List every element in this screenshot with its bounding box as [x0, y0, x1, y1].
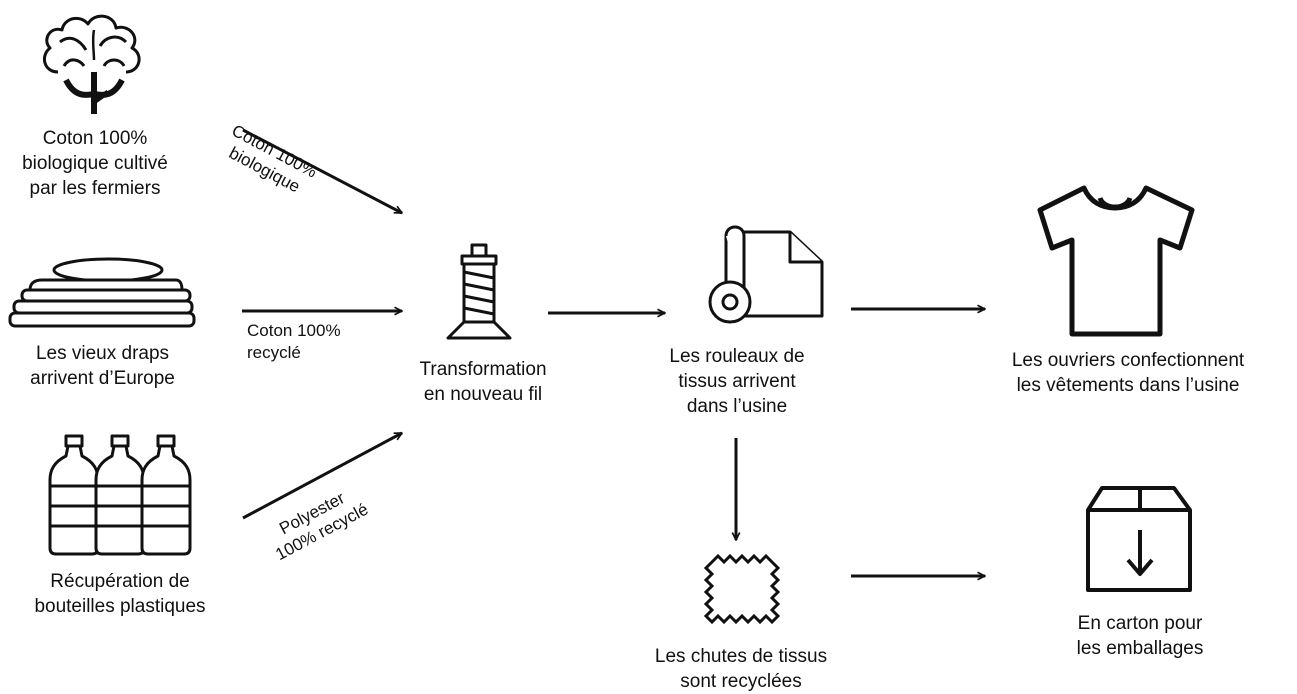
label-bottles: Récupération de bouteilles plastiques	[34, 571, 206, 617]
label-scraps: Les chutes de tissus sont recyclées	[654, 646, 828, 692]
fabric-roll-icon	[708, 225, 824, 324]
plastic-bottles-icon	[48, 434, 192, 556]
edge-label-sheets: Coton 100% recyclé	[247, 321, 341, 362]
label-carton: En carton pour les emballages	[1076, 613, 1204, 659]
thread-spool-icon	[446, 243, 512, 340]
tshirt-icon	[1037, 185, 1195, 337]
label-yarn: Transformation en nouveau fil	[419, 359, 547, 405]
fabric-scrap-icon	[703, 553, 781, 625]
stacked-sheets-icon	[8, 257, 196, 328]
label-sheets: Les vieux draps arrivent d’Europe	[30, 343, 175, 389]
cotton-plant-icon	[42, 14, 141, 114]
label-cotton: Coton 100% biologique cultivé par les fe…	[22, 128, 168, 199]
arrow-bottles-to-yarn	[242, 431, 402, 520]
label-workers: Les ouvriers confectionnent les vêtement…	[1011, 350, 1245, 396]
label-rolls: Les rouleaux de tissus arrivent dans l’u…	[669, 346, 805, 417]
cardboard-box-icon	[1086, 486, 1192, 592]
arrow-cotton-to-yarn	[242, 128, 402, 215]
